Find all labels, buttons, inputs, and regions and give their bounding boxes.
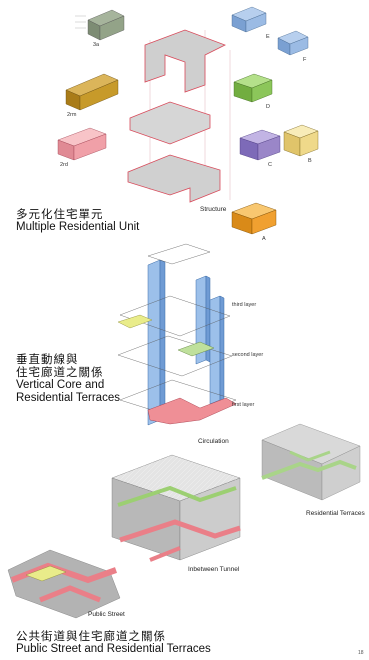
unit-label-2rd: 2rd — [60, 162, 68, 168]
structure-slab-2 — [129, 101, 211, 145]
structure-slab-3 — [127, 154, 221, 203]
label-structure: Structure — [200, 206, 227, 213]
label-first-layer: first layer — [232, 402, 255, 408]
label-residential-terraces: Residential Terraces — [306, 510, 365, 517]
label-third-layer: third layer — [232, 302, 257, 308]
tunnel-block — [111, 454, 241, 562]
caption-vertical-core-en2: Residential Terraces — [16, 391, 120, 404]
unit-E-block — [231, 6, 267, 33]
caption-vertical-core-en1: Vertical Core and — [16, 378, 105, 391]
label-second-layer: second layer — [232, 352, 264, 358]
unit-3a-block — [87, 9, 125, 41]
caption-vertical-core-zh2: 住宅廊道之關係 — [16, 364, 104, 379]
unit-D-block — [233, 73, 273, 103]
unit-label-C: C — [268, 162, 272, 168]
unit-label-3a: 3a — [93, 42, 100, 48]
core-green-terrace — [177, 341, 215, 357]
label-public-street: Public Street — [88, 611, 125, 618]
public-street-block — [7, 549, 121, 619]
structure-slab-1 — [144, 29, 226, 93]
label-circulation: Circulation — [198, 438, 229, 445]
unit-2rm-block — [65, 73, 119, 111]
caption-residential-unit: 多元化住宅單元 Multiple Residential Unit — [16, 208, 139, 234]
caption-public-street-en: Public Street and Residential Terraces — [16, 642, 211, 655]
terraces-block — [261, 423, 361, 501]
caption-public-street-zh: 公共街道與住宅廊道之關係 — [16, 629, 166, 643]
caption-public-street: 公共街道與住宅廊道之關係 Public Street and Residenti… — [16, 630, 211, 656]
unit-label-B: B — [308, 158, 312, 164]
unit-label-E: E — [266, 34, 270, 40]
caption-vertical-core: 垂直動線與 住宅廊道之關係 Vertical Core and Resident… — [16, 353, 120, 405]
unit-3a-tags — [75, 15, 86, 29]
label-inbetween-tunnel: Inbetween Tunnel — [188, 566, 240, 573]
unit-A-block — [231, 202, 277, 235]
unit-label-2rm: 2rm — [67, 112, 77, 118]
unit-B-block — [283, 124, 319, 157]
unit-label-A: A — [262, 236, 266, 242]
caption-residential-unit-zh: 多元化住宅單元 — [16, 207, 104, 221]
unit-C-block — [239, 129, 281, 161]
caption-residential-unit-en: Multiple Residential Unit — [16, 220, 140, 233]
page-number: 18 — [358, 650, 364, 656]
unit-2rd-block — [57, 127, 107, 161]
core-blue-shafts — [147, 259, 225, 426]
core-red-terrace — [147, 397, 237, 425]
unit-F-block — [277, 30, 309, 56]
unit-label-F: F — [303, 57, 307, 63]
unit-label-D: D — [266, 104, 270, 110]
caption-vertical-core-zh1: 垂直動線與 — [16, 352, 79, 366]
core-yellow-terrace — [117, 314, 153, 329]
